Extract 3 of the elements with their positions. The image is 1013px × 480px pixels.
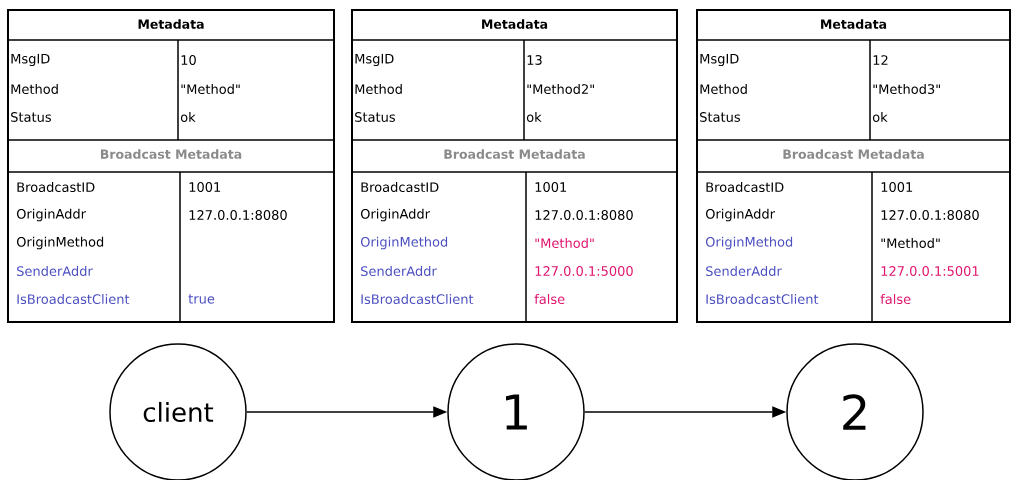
metadata-table: Metadata MsgID 13 Method "Method2" Status ok Broadcast Metadata BroadcastID 1001 OriginAddr 127.0.0.1:8080 OriginMethod "Method" SenderAddr 127.0.0.1:5000 IsBroadcastClient false bbox=[351, 9, 678, 323]
metadata-table: Metadata MsgID 12 Method "Method3" Status ok Broadcast Metadata BroadcastID 1001 OriginAddr 127.0.0.1:8080 OriginMethod "Method" SenderAddr 127.0.0.1:5001 IsBroadcastClient false bbox=[696, 9, 1011, 323]
metadata-table: Metadata MsgID 10 Method "Method" Status ok Broadcast Metadata BroadcastID 1001 OriginAddr 127.0.0.1:8080 OriginMethod SenderAddr IsBroadcastClient true bbox=[7, 9, 335, 323]
